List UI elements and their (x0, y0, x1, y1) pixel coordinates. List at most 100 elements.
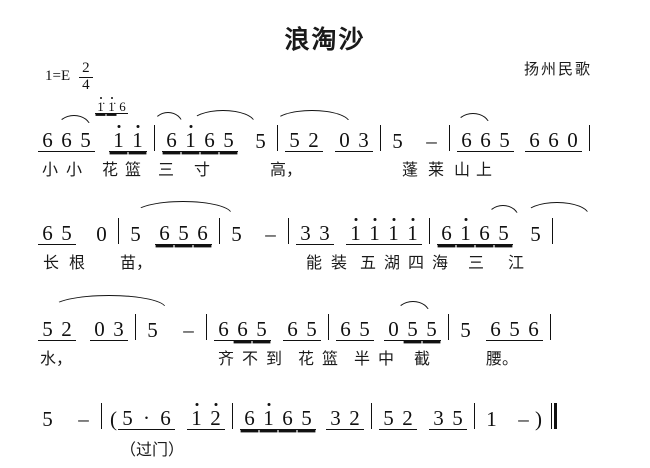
music-system-1: 1̇ 1̇ 6 6 6 5 1 1 6 1 6 5 5 5 2 0 (0, 100, 650, 190)
note: 5 (448, 407, 467, 430)
note: 5 (379, 407, 398, 430)
note: 6 (283, 318, 302, 341)
note: 5 (285, 129, 304, 152)
note: 6 (214, 318, 233, 341)
notes-row-3: 5 2 0 3 5 – 6 6 5 6 5 6 5 0 5 5 5 6 (38, 307, 558, 341)
barline (550, 314, 551, 340)
lyric: 齐 (217, 349, 234, 368)
lyric: 江 (507, 253, 524, 272)
barline (232, 403, 233, 429)
note: 3 (315, 222, 334, 245)
note: 6 (525, 129, 544, 152)
sheet-music-page: 浪淘沙 1=E 2 4 扬州民歌 1̇ 1̇ 6 6 6 5 1 1 6 1 (0, 0, 650, 444)
lyric: 山 (453, 160, 470, 179)
lyric: 高， (269, 160, 302, 179)
lyric: 半 (353, 349, 370, 368)
augmentation-dot: · (137, 407, 156, 430)
lyric: （过门） (119, 440, 184, 459)
note: 0 (563, 129, 582, 152)
note: 6 (486, 318, 505, 341)
note: 3 (326, 407, 345, 430)
note: 6 (240, 407, 259, 430)
note: 2 (398, 407, 417, 430)
barline (448, 314, 449, 340)
note: 6 (524, 318, 543, 341)
barline (589, 125, 590, 151)
note: 1 (109, 129, 128, 152)
lyric: 截 (413, 349, 430, 368)
note: 6 (475, 222, 494, 245)
lyric: 篮 (124, 160, 141, 179)
lyrics-row-4: （过门） (38, 436, 192, 462)
grace-note: 1̇ (106, 100, 117, 114)
note: 2 (304, 129, 323, 152)
note: 6 (336, 318, 355, 341)
note: 6 (544, 129, 563, 152)
final-barline (551, 403, 557, 429)
key-and-time-signature: 1=E 2 4 (45, 60, 93, 93)
note: 5 (174, 222, 193, 245)
time-signature-numerator: 2 (82, 60, 90, 76)
note: 2 (57, 318, 76, 341)
note: 6 (162, 129, 181, 152)
note: 5 (130, 222, 141, 246)
note: 5 (57, 222, 76, 245)
lyric: 装 (330, 253, 347, 272)
lyric: 三 (467, 253, 484, 272)
note-extension-dash: – (78, 407, 89, 431)
barline (371, 403, 372, 429)
note: 5 (42, 407, 53, 431)
music-system-4: 5 – ( 5 · 6 1 2 6 1 6 5 3 2 5 2 3 5 (0, 382, 650, 468)
note: 5 (392, 129, 403, 153)
barline (552, 218, 553, 244)
barline (449, 125, 450, 151)
music-system-2: 6 5 0 5 6 5 6 5 – 3 3 1 1 1 1 6 1 6 (0, 197, 650, 283)
note: 5 (422, 318, 441, 341)
note: 1 (486, 407, 497, 431)
lyrics-row-1: 小 小 花 篮 三 寸 高， 蓬 莱 山 上 (38, 156, 495, 182)
note: 2 (206, 407, 225, 430)
lyric: 蓬 (401, 160, 418, 179)
lyric: 长 (42, 253, 59, 272)
note: 1 (187, 407, 206, 430)
note: 1 (456, 222, 475, 245)
note: 6 (155, 222, 174, 245)
lyric: 四 (407, 253, 424, 272)
barline (429, 218, 430, 244)
note-extension-dash: – (265, 222, 276, 246)
barline (380, 125, 381, 151)
note: 1 (384, 222, 403, 245)
note: 5 (403, 318, 422, 341)
lyric: 中 (377, 349, 394, 368)
lyric: 海 (431, 253, 448, 272)
lyric: 小 (65, 160, 82, 179)
barline (135, 314, 136, 340)
barline (118, 218, 119, 244)
close-paren: ) (535, 407, 542, 431)
open-paren: ( (110, 407, 117, 431)
barline (328, 314, 329, 340)
note-extension-dash: – (426, 129, 437, 153)
note: 5 (147, 318, 158, 342)
note: 6 (200, 129, 219, 152)
lyric: 莱 (427, 160, 444, 179)
notes-row-1: 6 6 5 1 1 6 1 6 5 5 5 2 0 3 5 – 6 6 (38, 118, 597, 152)
notes-row-4: 5 – ( 5 · 6 1 2 6 1 6 5 3 2 5 2 3 5 (38, 396, 559, 430)
lyric: 根 (68, 253, 85, 272)
lyric: 能 (305, 253, 322, 272)
note: 5 (530, 222, 541, 246)
note: 6 (57, 129, 76, 152)
lyric: 小 (41, 160, 58, 179)
lyric: 腰。 (486, 349, 519, 368)
grace-note-group-1: 1̇ 1̇ 6 (95, 100, 128, 114)
attribution: 扬州民歌 (523, 60, 592, 78)
lyric: 花 (297, 349, 314, 368)
note: 6 (233, 318, 252, 341)
barline (474, 403, 475, 429)
key-signature: 1=E (45, 67, 71, 84)
lyric: 不 (241, 349, 258, 368)
note: 6 (476, 129, 495, 152)
note-extension-dash: – (183, 318, 194, 342)
note: 5 (494, 222, 513, 245)
note: 6 (193, 222, 212, 245)
